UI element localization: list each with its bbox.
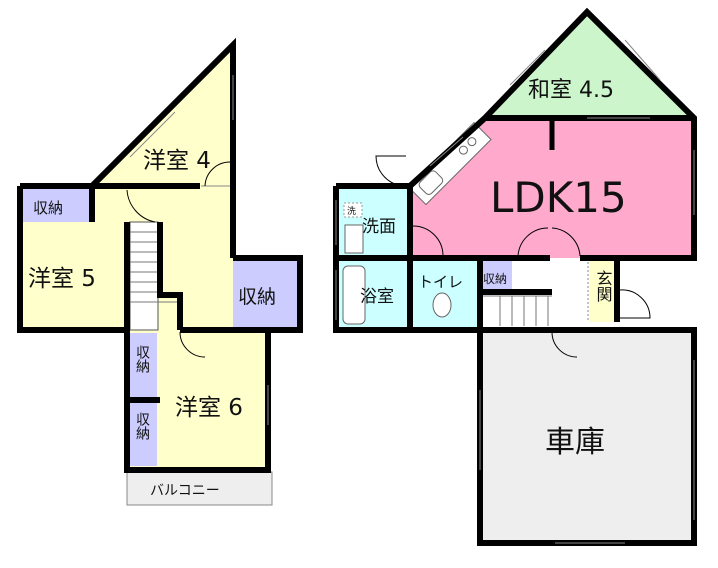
staircase-2f: [129, 221, 178, 331]
storage-lower2: [127, 402, 157, 466]
storage-lower1: [127, 333, 157, 399]
second-floor: [17, 37, 303, 506]
label-storage-top-left: 収納: [33, 199, 63, 217]
label-storage-lower1: 収納: [134, 345, 150, 374]
room-entrance: [589, 261, 617, 322]
room-japanese: [485, 12, 694, 118]
label-japanese: 和室 4.5: [528, 78, 614, 103]
label-washroom: 洗面: [362, 217, 396, 237]
storage-right: [233, 260, 300, 330]
label-western6: 洋室 6: [175, 395, 243, 421]
label-storage-lower2: 収納: [134, 412, 150, 441]
room-ldk: [410, 118, 694, 258]
label-garage: 車庫: [545, 425, 605, 460]
label-ldk: LDK15: [490, 173, 627, 222]
label-washer: 洗: [347, 205, 356, 217]
label-storage-1f: 収納: [483, 272, 507, 286]
label-balcony: バルコニー: [150, 483, 220, 499]
washbasin: [344, 224, 364, 254]
storage-top-left: [20, 189, 92, 222]
washer-mark: [343, 202, 363, 218]
kitchen-counter: [408, 121, 492, 206]
label-storage-right: 収納: [238, 286, 276, 308]
toilet-bowl: [432, 292, 452, 318]
label-western4: 洋室 4: [143, 148, 211, 174]
first-floor: [333, 7, 697, 546]
label-bath: 浴室: [360, 287, 394, 307]
storage-1f: [482, 261, 512, 291]
room-garage: [480, 330, 694, 543]
label-entrance: 玄関: [594, 270, 613, 303]
bathtub: [342, 265, 366, 325]
label-western5: 洋室 5: [28, 266, 96, 292]
staircase-1f: [482, 295, 552, 326]
label-toilet: トイレ: [418, 273, 463, 291]
